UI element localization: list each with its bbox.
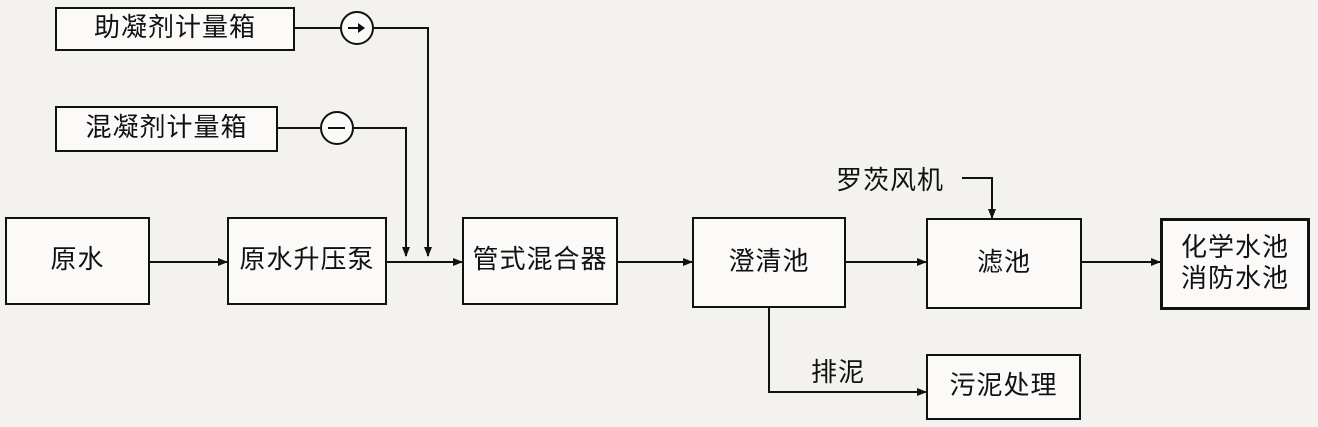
- coagulant-aid-tank-label: 助凝剂计量箱: [93, 13, 256, 44]
- sludge-discharge-label: 排泥: [811, 358, 866, 388]
- clarifier-box: 澄清池: [692, 217, 846, 308]
- coagulant-aid-feed-line: [374, 27, 432, 257]
- roots-blower-label: 罗茨风机: [836, 166, 945, 196]
- sludge-treatment-label: 污泥处理: [949, 371, 1058, 402]
- coagulant-feed-line: [354, 127, 410, 257]
- coagulant-tank-box: 混凝剂计量箱: [55, 106, 278, 152]
- metering-pump-icon: [340, 11, 374, 45]
- blower-arrow: [962, 177, 996, 219]
- pipe-mixer-label: 管式混合器: [472, 245, 608, 276]
- pipe-mixer-box: 管式混合器: [462, 217, 618, 305]
- fire-water-tank-label: 消防水池: [1180, 264, 1289, 294]
- coagulant-tank-label: 混凝剂计量箱: [85, 113, 248, 144]
- raw-water-box: 原水: [5, 217, 150, 305]
- product-tanks-box: 化学水池 消防水池: [1160, 218, 1310, 310]
- coagulant-aid-tank-box: 助凝剂计量箱: [55, 7, 295, 51]
- chemical-water-tank-label: 化学水池: [1180, 232, 1289, 263]
- metering-pump-icon: [320, 111, 354, 145]
- raw-water-pump-box: 原水升压泵: [227, 217, 387, 305]
- sludge-treatment-box: 污泥处理: [926, 354, 1081, 420]
- sludge-discharge-arrow: [768, 308, 927, 396]
- raw-water-pump-label: 原水升压泵: [239, 245, 375, 276]
- filter-box: 滤池: [926, 218, 1082, 309]
- raw-water-label: 原水: [50, 245, 105, 276]
- filter-label: 滤池: [976, 247, 1031, 278]
- clarifier-label: 澄清池: [728, 246, 810, 277]
